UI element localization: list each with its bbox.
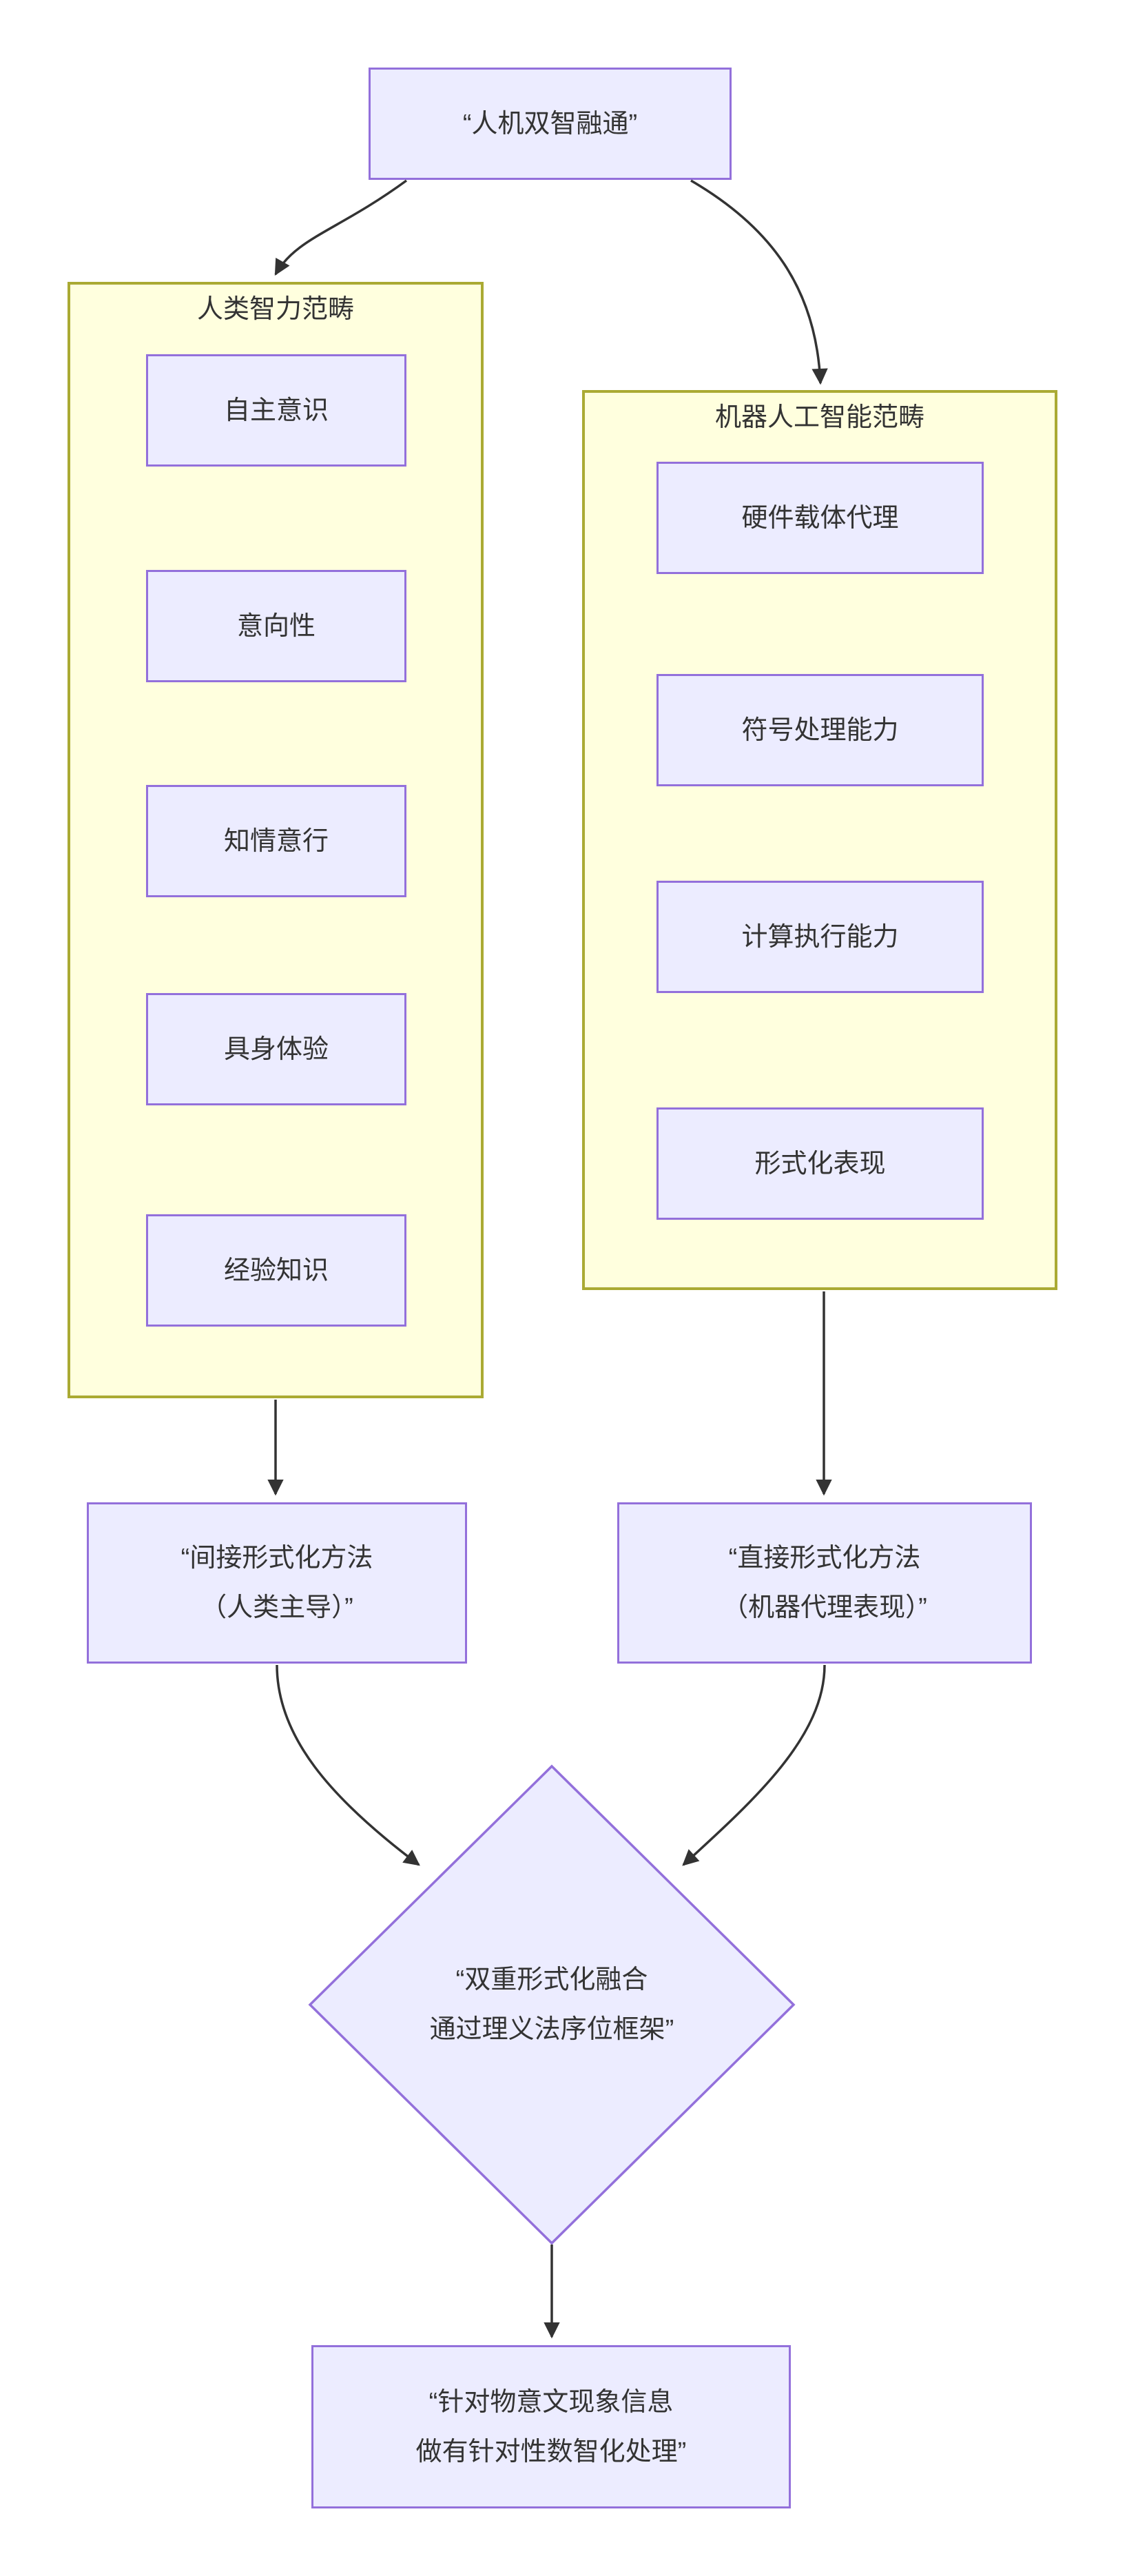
node-autonomous-consciousness: 自主意识 bbox=[146, 354, 406, 467]
node-intentionality: 意向性 bbox=[146, 570, 406, 682]
node-indirect-formalization: “间接形式化方法 （人类主导）” bbox=[87, 1502, 467, 1664]
node-symbol-processing-label: 符号处理能力 bbox=[741, 715, 899, 745]
decision-dual-formalization-fusion: “双重形式化融合 通过理义法序位框架” bbox=[331, 1955, 772, 2054]
node-knowing-feeling-willing-acting: 知情意行 bbox=[146, 785, 406, 897]
node-embodied-experience: 具身体验 bbox=[146, 993, 406, 1105]
node-human-machine-fusion-label: “人机双智融通” bbox=[462, 109, 638, 139]
node-human-machine-fusion: “人机双智融通” bbox=[369, 68, 732, 180]
node-autonomous-consciousness-label: 自主意识 bbox=[223, 396, 329, 425]
node-targeted-processing-line2: 做有针对性数智化处理” bbox=[415, 2437, 687, 2466]
decision-dual-formalization-line2: 通过理义法序位框架” bbox=[429, 2015, 674, 2044]
cluster-title-machine: 机器人工智能范畴 bbox=[714, 403, 924, 432]
node-direct-formalization-line1: “直接形式化方法 bbox=[728, 1544, 921, 1573]
decision-dual-formalization-line1: “双重形式化融合 bbox=[455, 1965, 648, 1994]
edge-indirect-to-fusion bbox=[276, 1664, 420, 1866]
node-hardware-carrier-agent: 硬件载体代理 bbox=[656, 462, 984, 574]
cluster-title-human: 人类智力范畴 bbox=[196, 295, 354, 324]
node-targeted-processing-line1: “针对物意文现象信息 bbox=[428, 2387, 674, 2417]
node-knowing-feeling-willing-acting-label: 知情意行 bbox=[223, 826, 329, 856]
node-intentionality-label: 意向性 bbox=[236, 611, 316, 641]
node-embodied-experience-label: 具身体验 bbox=[223, 1034, 329, 1064]
edge-root-to-machine-cluster bbox=[690, 179, 828, 385]
node-experiential-knowledge-label: 经验知识 bbox=[223, 1256, 329, 1285]
node-computation-execution: 计算执行能力 bbox=[656, 881, 984, 993]
node-targeted-processing: “针对物意文现象信息 做有针对性数智化处理” bbox=[311, 2345, 791, 2508]
node-formal-representation-label: 形式化表现 bbox=[754, 1149, 886, 1178]
node-indirect-formalization-line2: （人类主导）” bbox=[200, 1593, 353, 1622]
node-experiential-knowledge: 经验知识 bbox=[146, 1214, 406, 1327]
node-symbol-processing: 符号处理能力 bbox=[656, 674, 984, 786]
node-computation-execution-label: 计算执行能力 bbox=[741, 922, 899, 952]
node-indirect-formalization-line1: “间接形式化方法 bbox=[180, 1544, 373, 1573]
node-direct-formalization-line2: （机器代理表现）” bbox=[722, 1593, 927, 1622]
edge-direct-to-fusion bbox=[682, 1664, 826, 1866]
node-formal-representation: 形式化表现 bbox=[656, 1107, 984, 1220]
node-direct-formalization: “直接形式化方法 （机器代理表现）” bbox=[617, 1502, 1032, 1664]
node-hardware-carrier-agent-label: 硬件载体代理 bbox=[741, 503, 899, 533]
edge-root-to-human-cluster bbox=[274, 179, 408, 276]
